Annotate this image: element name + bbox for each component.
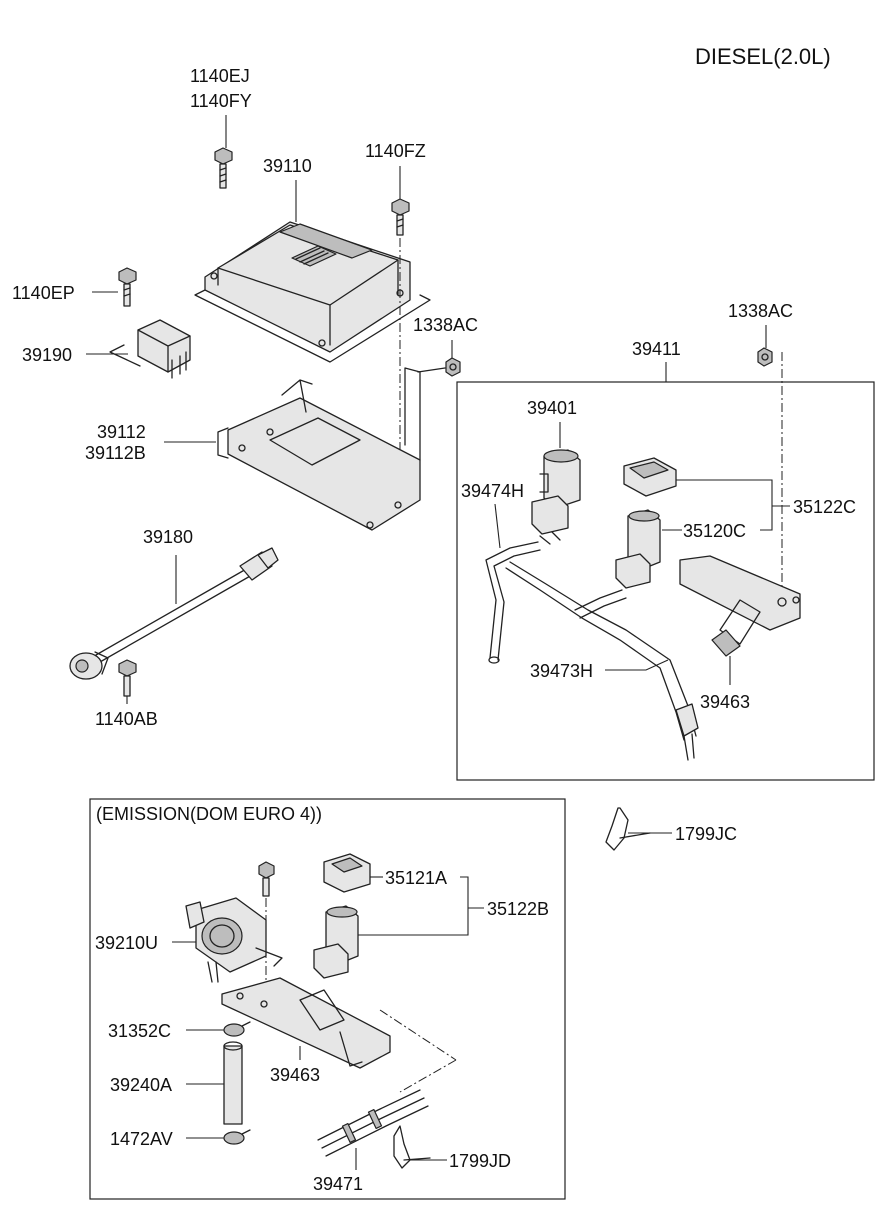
label-39240a: 39240A (110, 1075, 172, 1095)
label-35122b: 35122B (487, 899, 549, 919)
hose-39240a-drawing (223, 1041, 243, 1125)
emission-frame (89, 798, 566, 1200)
bolt-emission-drawing (258, 861, 275, 897)
label-39401: 39401 (527, 398, 577, 418)
label-35121a: 35121A (385, 868, 447, 888)
label-31352c: 31352C (108, 1021, 171, 1041)
emission-box-title: (EMISSION(DOM EURO 4)) (96, 804, 322, 824)
ecu-39110-drawing (194, 221, 431, 363)
label-39112b: 39112B (85, 443, 146, 463)
label-35120c: 35120C (683, 521, 746, 541)
label-1799jc: 1799JC (675, 824, 737, 844)
hose-39474h-drawing (485, 541, 541, 664)
label-39474h: 39474H (461, 481, 524, 501)
actuator-39210u-drawing (185, 897, 283, 983)
leader-39474h (494, 503, 501, 549)
label-1338ac-right: 1338AC (728, 301, 793, 321)
leader-35122c (676, 479, 790, 531)
solenoid-39401-drawing (531, 449, 581, 545)
nut-1338ac-upper-drawing (445, 357, 461, 377)
bolt-1140fz-drawing (391, 198, 410, 236)
leader-39473h (605, 659, 669, 671)
leader-35122b (356, 876, 484, 936)
label-39210u: 39210U (95, 933, 158, 953)
centerline-emission-b (399, 1059, 457, 1093)
label-1140ej: 1140EJ (190, 66, 250, 86)
label-1338ac-upper: 1338AC (413, 315, 478, 335)
bolt-1140ep-drawing (118, 267, 137, 307)
clip-1799jc-drawing (605, 807, 651, 851)
label-39463-upper: 39463 (700, 692, 750, 712)
label-1140fz: 1140FZ (365, 141, 426, 161)
label-1799jd: 1799JD (449, 1151, 511, 1171)
bracket-39463-upper-drawing (679, 555, 801, 657)
label-39180: 39180 (143, 527, 193, 547)
label-39473h: 39473H (530, 661, 593, 681)
connector-35122c-drawing (623, 457, 677, 497)
label-39463-lower: 39463 (270, 1065, 320, 1085)
bracket-39112-drawing (217, 367, 446, 531)
label-39112: 39112 (97, 422, 146, 442)
label-39110: 39110 (263, 156, 312, 176)
bolt-1140ab-drawing (118, 659, 137, 697)
relay-39190-drawing (109, 319, 191, 379)
connector-35121a-drawing (323, 853, 371, 893)
sensor-39180-drawing (69, 547, 279, 680)
bolt-1140ej-drawing (214, 147, 233, 189)
label-39411: 39411 (632, 339, 681, 359)
solenoid-emission-drawing (313, 905, 359, 979)
label-1140fy: 1140FY (190, 91, 252, 111)
diagram-title: DIESEL(2.0L) (695, 44, 831, 69)
clamp-1472av-drawing (223, 1129, 251, 1145)
label-1140ep: 1140EP (12, 283, 75, 303)
label-1472av: 1472AV (110, 1129, 173, 1149)
label-1140ab: 1140AB (95, 709, 158, 729)
solenoid-35120c-drawing (615, 509, 661, 589)
hose-39473h-drawing (505, 561, 699, 761)
clip-1799jd-drawing (393, 1125, 431, 1169)
module-39411-frame (456, 381, 875, 781)
tubes-39471-drawing (317, 1089, 429, 1157)
label-35122c: 35122C (793, 497, 856, 517)
clamp-31352c-drawing (223, 1021, 251, 1037)
label-39471: 39471 (313, 1174, 363, 1194)
centerline-emission-a (379, 1009, 457, 1061)
nut-1338ac-right-drawing (757, 347, 773, 367)
label-39190: 39190 (22, 345, 72, 365)
bracket-39463-lower-drawing (221, 977, 391, 1069)
